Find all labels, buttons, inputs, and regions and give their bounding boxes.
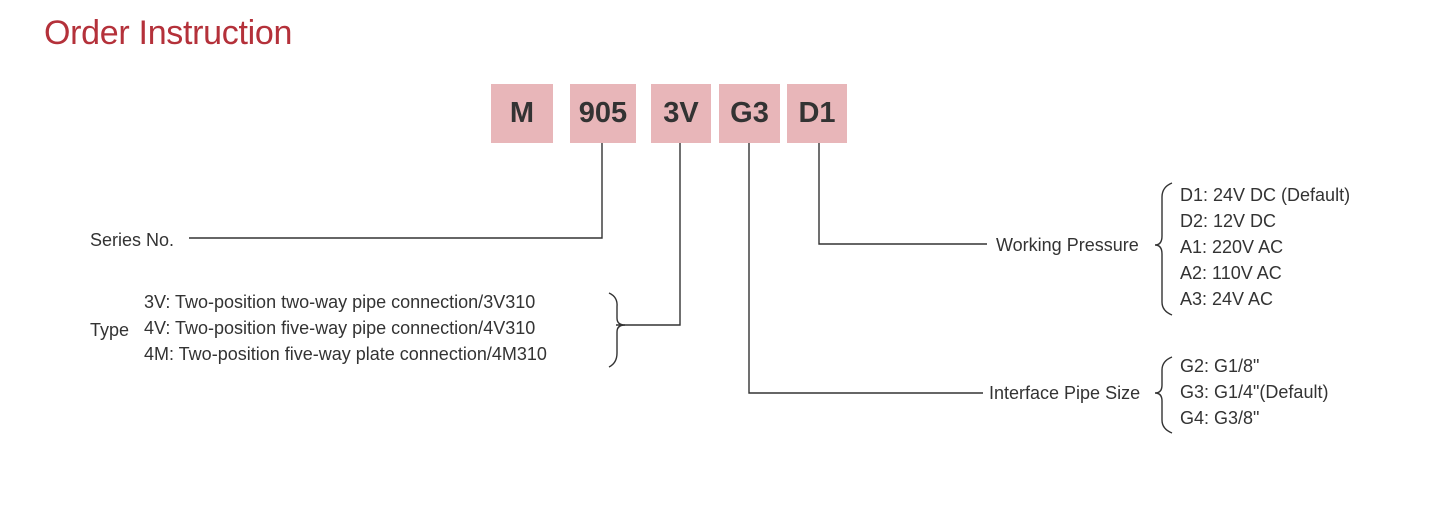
pressure-bracket xyxy=(1154,182,1173,316)
pressure-connector xyxy=(818,143,987,245)
pressure-option-a2: A2: 110V AC xyxy=(1180,263,1282,283)
type-connector xyxy=(616,143,681,326)
working-pressure-label: Working Pressure xyxy=(996,235,1139,255)
code-segment-series-letter: M xyxy=(491,84,553,143)
code-segment-series-number: 905 xyxy=(570,84,636,143)
pressure-option-a1: A1: 220V AC xyxy=(1180,237,1284,257)
type-label: Type xyxy=(90,320,130,340)
pressure-option-a3: A3: 24V AC xyxy=(1180,289,1274,309)
pressure-option-d2: D2: 12V DC xyxy=(1180,211,1277,231)
pipe-size-connector xyxy=(748,143,983,394)
type-option-4v: 4V: Two-position five-way pipe connectio… xyxy=(144,318,536,338)
page-title: Order Instruction xyxy=(44,14,293,52)
series-label: Series No. xyxy=(90,230,175,250)
pipe-size-option-g3: G3: G1/4"(Default) xyxy=(1180,382,1329,402)
pipe-size-label: Interface Pipe Size xyxy=(989,383,1141,403)
type-bracket xyxy=(608,292,626,368)
pipe-size-option-g2: G2: G1/8" xyxy=(1180,356,1260,376)
pipe-size-option-g4: G4: G3/8" xyxy=(1180,408,1260,428)
type-option-4m: 4M: Two-position five-way plate connecti… xyxy=(144,344,547,364)
code-segment-working-pressure: D1 xyxy=(787,84,847,143)
type-option-3v: 3V: Two-position two-way pipe connection… xyxy=(144,292,536,312)
pipe-size-bracket xyxy=(1154,356,1173,434)
code-segment-pipe-size: G3 xyxy=(719,84,780,143)
series-connector xyxy=(189,143,603,239)
code-segment-type: 3V xyxy=(651,84,711,143)
pressure-option-d1: D1: 24V DC (Default) xyxy=(1180,185,1351,205)
